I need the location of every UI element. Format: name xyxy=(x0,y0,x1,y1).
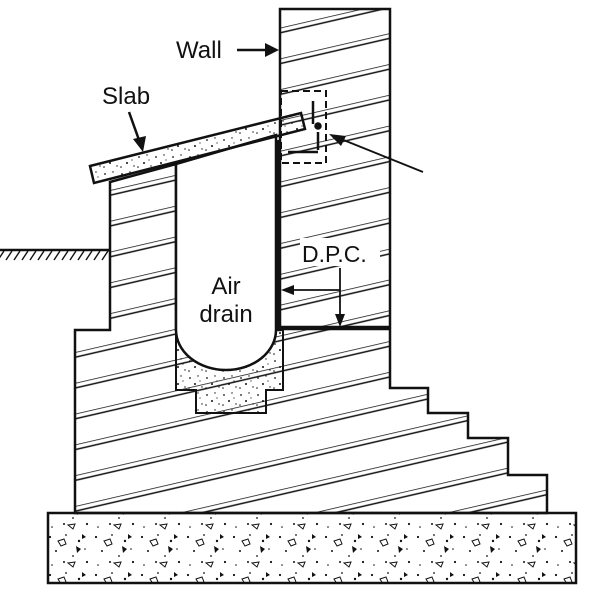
air-drain-label-line2: drain xyxy=(199,301,252,328)
dpc-left-arrowhead xyxy=(281,285,294,295)
concrete-foundation xyxy=(46,511,578,585)
wall-label: Wall xyxy=(176,37,222,64)
dpc-label-backdrop xyxy=(300,238,380,266)
slab-label: Slab xyxy=(102,83,150,110)
drain-bedding xyxy=(175,329,284,414)
wall-arrowhead xyxy=(265,43,279,57)
sloping-slab xyxy=(88,111,307,185)
dpc-down-arrowhead xyxy=(335,314,345,327)
air-drain-opening xyxy=(174,133,278,372)
detail-leader-line xyxy=(335,136,424,173)
air-drain-label-line1: Air xyxy=(211,273,240,300)
detail-arrowhead xyxy=(329,134,346,146)
dpc-label: D.P.C. xyxy=(302,241,367,267)
soil-hatching xyxy=(0,250,109,261)
dpc-line xyxy=(275,140,390,331)
slab-arrow-line xyxy=(127,111,141,141)
opening-detail xyxy=(288,101,322,154)
slab-arrowhead xyxy=(133,136,146,152)
detail-box xyxy=(280,90,327,164)
